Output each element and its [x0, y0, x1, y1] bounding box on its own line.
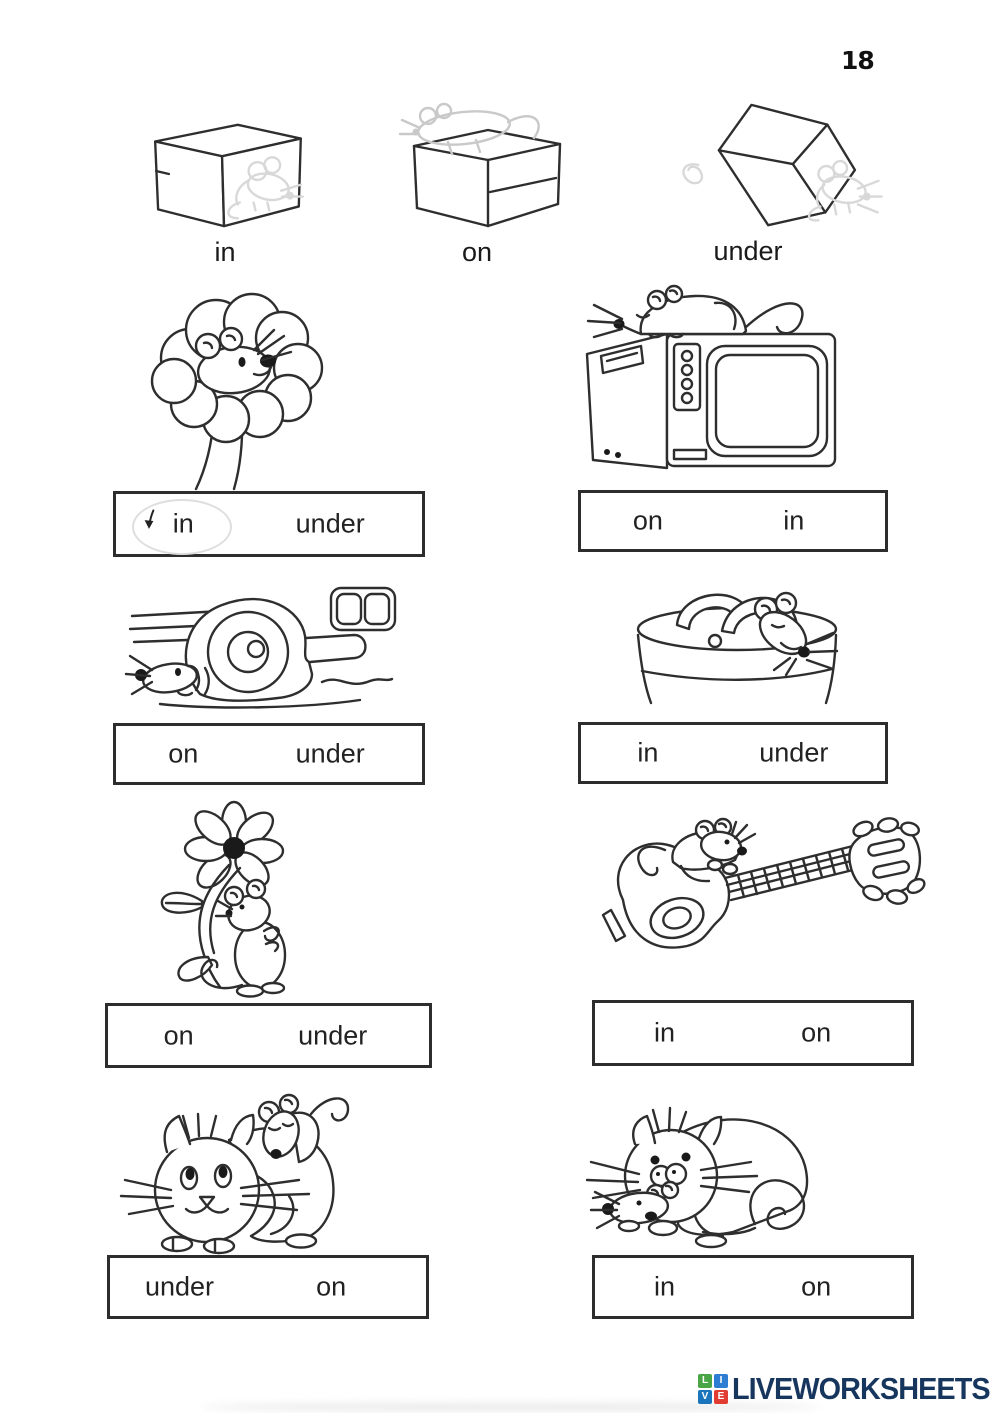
answer-box-1: in under — [113, 491, 425, 557]
answer-box-2: on in — [578, 490, 888, 552]
option-word[interactable]: in — [172, 508, 194, 539]
answer-box-4: in under — [578, 722, 888, 784]
mouse-on-cat-illustration — [119, 1093, 350, 1255]
scan-artifact — [200, 1403, 820, 1411]
mouse-on-guitar-illustration — [601, 817, 926, 949]
answer-circle-mark — [132, 499, 232, 555]
option-word[interactable]: in — [654, 1271, 676, 1302]
answer-box-6: in on — [592, 1000, 914, 1066]
option-word[interactable]: in — [637, 737, 659, 768]
closed-box-mouse-in-icon — [153, 123, 304, 228]
option-word[interactable]: under — [295, 738, 365, 769]
logo-letter-e: E — [714, 1390, 728, 1404]
answer-box-8: in on — [592, 1255, 914, 1319]
selection-arrow-icon — [144, 509, 155, 529]
option-word[interactable]: on — [801, 1017, 832, 1048]
option-word[interactable]: under — [759, 737, 829, 768]
option-word[interactable]: on — [632, 505, 663, 536]
logo-text: LIVEWORKSHEETS — [732, 1371, 991, 1406]
legend-label-on: on — [461, 237, 493, 267]
legend-label-under: under — [713, 236, 783, 266]
option-word[interactable]: on — [163, 1020, 194, 1050]
page-number: 18 — [841, 46, 875, 75]
option-word[interactable]: on — [801, 1271, 832, 1302]
logo-letter-i: I — [714, 1374, 728, 1388]
option-word[interactable]: on — [168, 738, 199, 769]
answer-box-7: under on — [107, 1255, 429, 1319]
mouse-under-skate-illustration — [124, 586, 397, 709]
logo-letter-l: L — [698, 1374, 712, 1388]
mouse-under-cat-illustration — [585, 1106, 809, 1249]
mouse-on-tv-illustration — [585, 284, 837, 470]
mouse-under-flower-illustration — [160, 800, 287, 998]
liveworksheets-logo-icon: L I V E — [698, 1374, 728, 1404]
answer-box-3: on under — [113, 723, 425, 785]
option-word[interactable]: under — [295, 508, 365, 539]
option-word[interactable]: in — [654, 1017, 676, 1048]
mouse-in-basket-illustration — [636, 591, 839, 705]
mouse-in-tree-illustration — [150, 292, 324, 491]
answer-box-5: on under — [105, 1003, 432, 1068]
legend-label-in: in — [214, 237, 236, 267]
option-word[interactable]: under — [144, 1271, 215, 1302]
option-word[interactable]: in — [783, 505, 805, 536]
option-word[interactable]: on — [316, 1271, 347, 1302]
option-word[interactable]: under — [298, 1020, 368, 1050]
tilted-box-mouse-under-icon — [682, 103, 883, 227]
logo-letter-v: V — [698, 1390, 712, 1404]
open-box-mouse-on-icon — [398, 102, 562, 228]
liveworksheets-logo[interactable]: L I V E LIVEWORKSHEETS — [698, 1371, 1000, 1407]
